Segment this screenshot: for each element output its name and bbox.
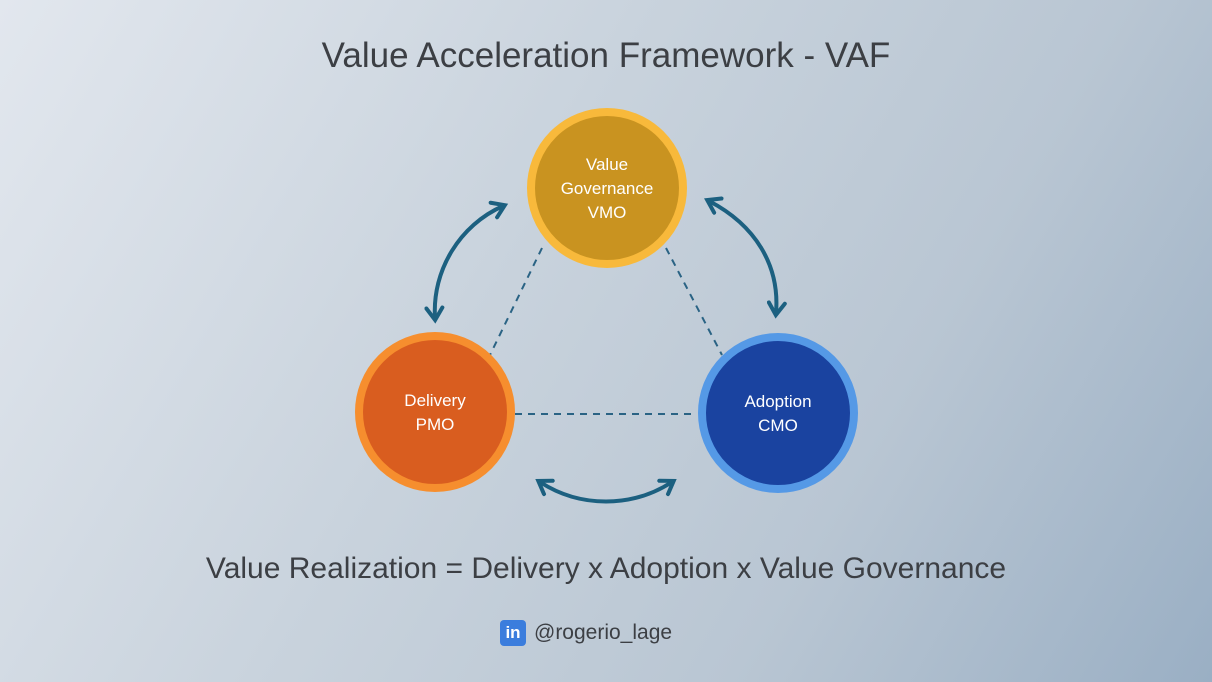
node-label: Governance [561, 179, 654, 198]
author-handle[interactable]: @rogerio_lage [534, 621, 673, 644]
node-label: Delivery [404, 391, 466, 410]
node-circle [355, 332, 515, 492]
node-circle [527, 108, 687, 268]
arrow-pmo-vmo [424, 200, 509, 324]
node-label: Adoption [744, 392, 811, 411]
node-label: Value [586, 155, 628, 174]
dashed-link-vmo-cmo [665, 247, 723, 356]
node-label: CMO [758, 416, 798, 435]
dashed-link-vmo-pmo [489, 247, 543, 356]
node-circle [698, 333, 858, 493]
linkedin-icon[interactable]: in [500, 620, 526, 646]
value-formula: Value Realization = Delivery x Adoption … [205, 552, 1007, 585]
node-label: PMO [416, 415, 455, 434]
node-label: VMO [588, 203, 627, 222]
arrow-pmo-cmo [535, 478, 677, 504]
arrow-vmo-cmo [704, 196, 787, 319]
author-credit: in @rogerio_lage [500, 620, 672, 646]
diagram-title: Value Acceleration Framework - VAF [321, 36, 891, 75]
